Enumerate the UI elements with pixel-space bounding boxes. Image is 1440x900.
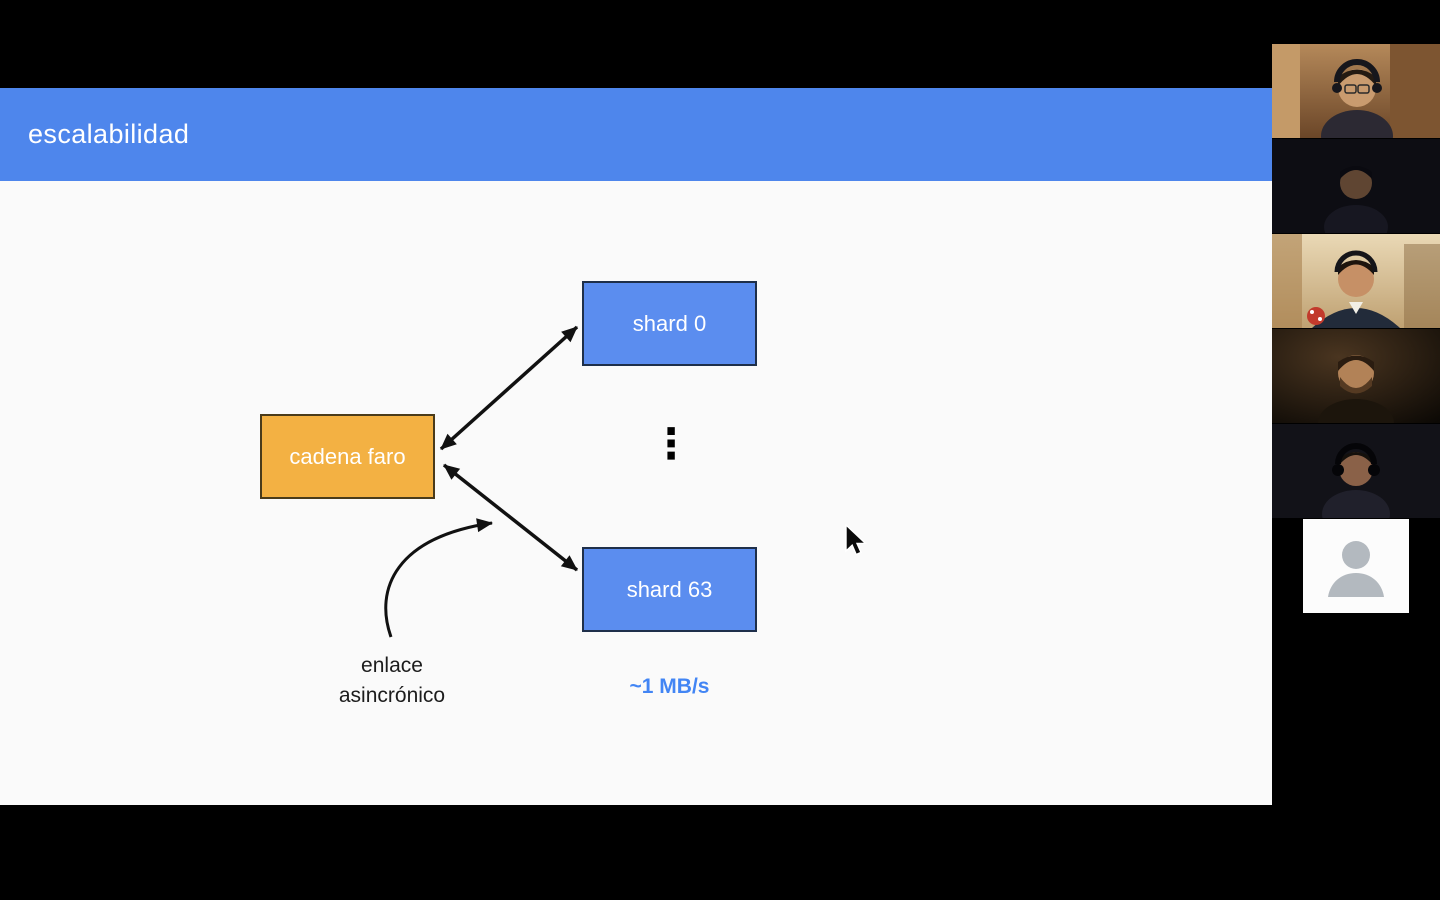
node-shard-0-label: shard 0: [632, 310, 707, 336]
participant-video-3[interactable]: [1272, 234, 1440, 328]
participant-silhouette: [1272, 329, 1440, 423]
slide-canvas: shard 0 cadena faro shard 63 ⋮ enlace as…: [0, 181, 1272, 805]
participant-video-2[interactable]: [1272, 139, 1440, 233]
diagram-arrows: [384, 325, 579, 638]
avatar-placeholder-icon: [1272, 519, 1440, 613]
participant-video-4[interactable]: [1272, 329, 1440, 423]
participant-silhouette: [1272, 424, 1440, 518]
participant-video-6[interactable]: [1272, 519, 1440, 613]
bandwidth-label: ~1 MB/s: [629, 675, 710, 698]
participants-sidebar: [1272, 0, 1440, 900]
participant-video-1[interactable]: [1272, 44, 1440, 138]
node-cadena-faro: cadena faro: [260, 414, 435, 499]
arrow-async-link-pointer: [384, 518, 493, 638]
node-shard-63-label: shard 63: [626, 576, 713, 602]
slide-title: escalabilidad: [28, 119, 190, 149]
node-shard-0: shard 0: [582, 281, 757, 366]
participant-video-5[interactable]: [1272, 424, 1440, 518]
vertical-ellipsis: ⋮: [650, 419, 692, 468]
async-link-label: enlace asincrónico: [338, 654, 446, 708]
participant-silhouette: [1272, 139, 1440, 233]
slide-header-bar: escalabilidad: [0, 88, 1272, 181]
arrow-beacon-shard63: [442, 463, 579, 572]
node-shard-63: shard 63: [582, 547, 757, 632]
node-cadena-faro-label: cadena faro: [289, 443, 406, 469]
participant-silhouette: [1272, 234, 1440, 328]
arrow-beacon-shard0: [439, 325, 579, 451]
participant-silhouette: [1272, 44, 1440, 138]
mouse-cursor-icon: [845, 524, 868, 556]
